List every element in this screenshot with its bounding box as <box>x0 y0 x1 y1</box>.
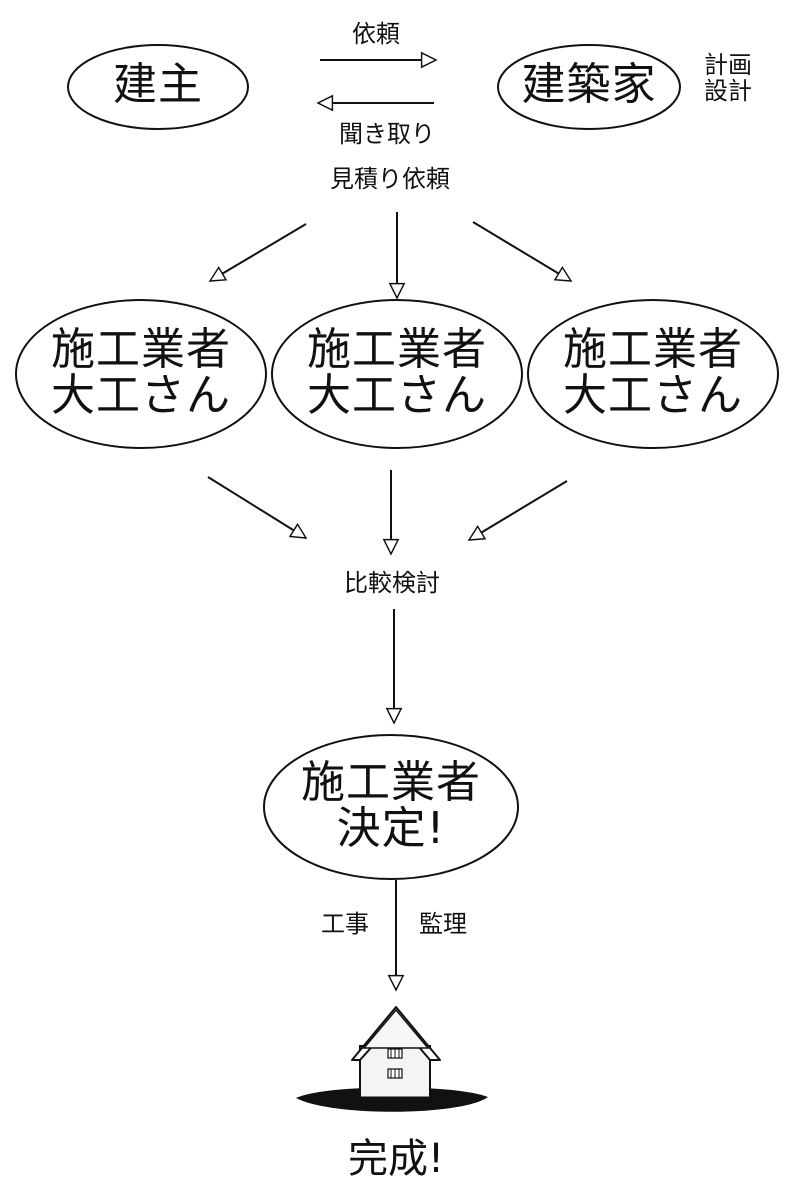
decided-line1: 施工業者 <box>301 757 481 808</box>
contractor-node-3 <box>527 299 779 449</box>
house-icon <box>296 1006 488 1112</box>
design-label: 設計 <box>704 77 752 106</box>
completion-label: 完成! <box>347 1136 445 1182</box>
plan-design-note: 計画 設計 <box>704 52 752 105</box>
architect-label: 建築家 <box>521 59 657 110</box>
contractor-2-label: 施工業者 大工さん <box>287 324 507 422</box>
architect-node <box>497 44 681 130</box>
compare-arrow-left <box>207 476 308 539</box>
contractor-3-line1: 施工業者 <box>563 324 743 375</box>
estimate-arrow-left <box>208 223 307 282</box>
supervision-label: 監理 <box>419 910 467 938</box>
comparison-label: 比較検討 <box>344 569 440 597</box>
contractor-node-1 <box>15 299 267 449</box>
estimate-arrow-right <box>472 221 573 282</box>
contractor-node-2 <box>271 299 523 449</box>
decided-line2: 決定! <box>336 803 446 855</box>
hearing-label: 聞き取り <box>339 120 435 148</box>
compare-arrow-right <box>467 480 568 541</box>
contractor-2-line1: 施工業者 <box>307 324 487 375</box>
construction-label: 工事 <box>321 910 369 938</box>
planning-label: 計画 <box>704 51 752 79</box>
contractor-2-line2: 大工さん <box>307 370 487 422</box>
owner-node <box>67 44 249 130</box>
owner-label: 建主 <box>113 59 203 110</box>
contractor-3-label: 施工業者 大工さん <box>543 324 763 422</box>
estimate-request-label: 見積り依頼 <box>330 165 450 193</box>
decided-contractor-node <box>263 734 519 880</box>
decided-label: 施工業者 決定! <box>281 757 501 855</box>
contractor-3-line2: 大工さん <box>563 370 743 422</box>
contractor-1-line1: 施工業者 <box>51 324 231 375</box>
request-label: 依頼 <box>352 20 400 48</box>
contractor-1-label: 施工業者 大工さん <box>31 324 251 422</box>
contractor-1-line2: 大工さん <box>51 370 231 422</box>
